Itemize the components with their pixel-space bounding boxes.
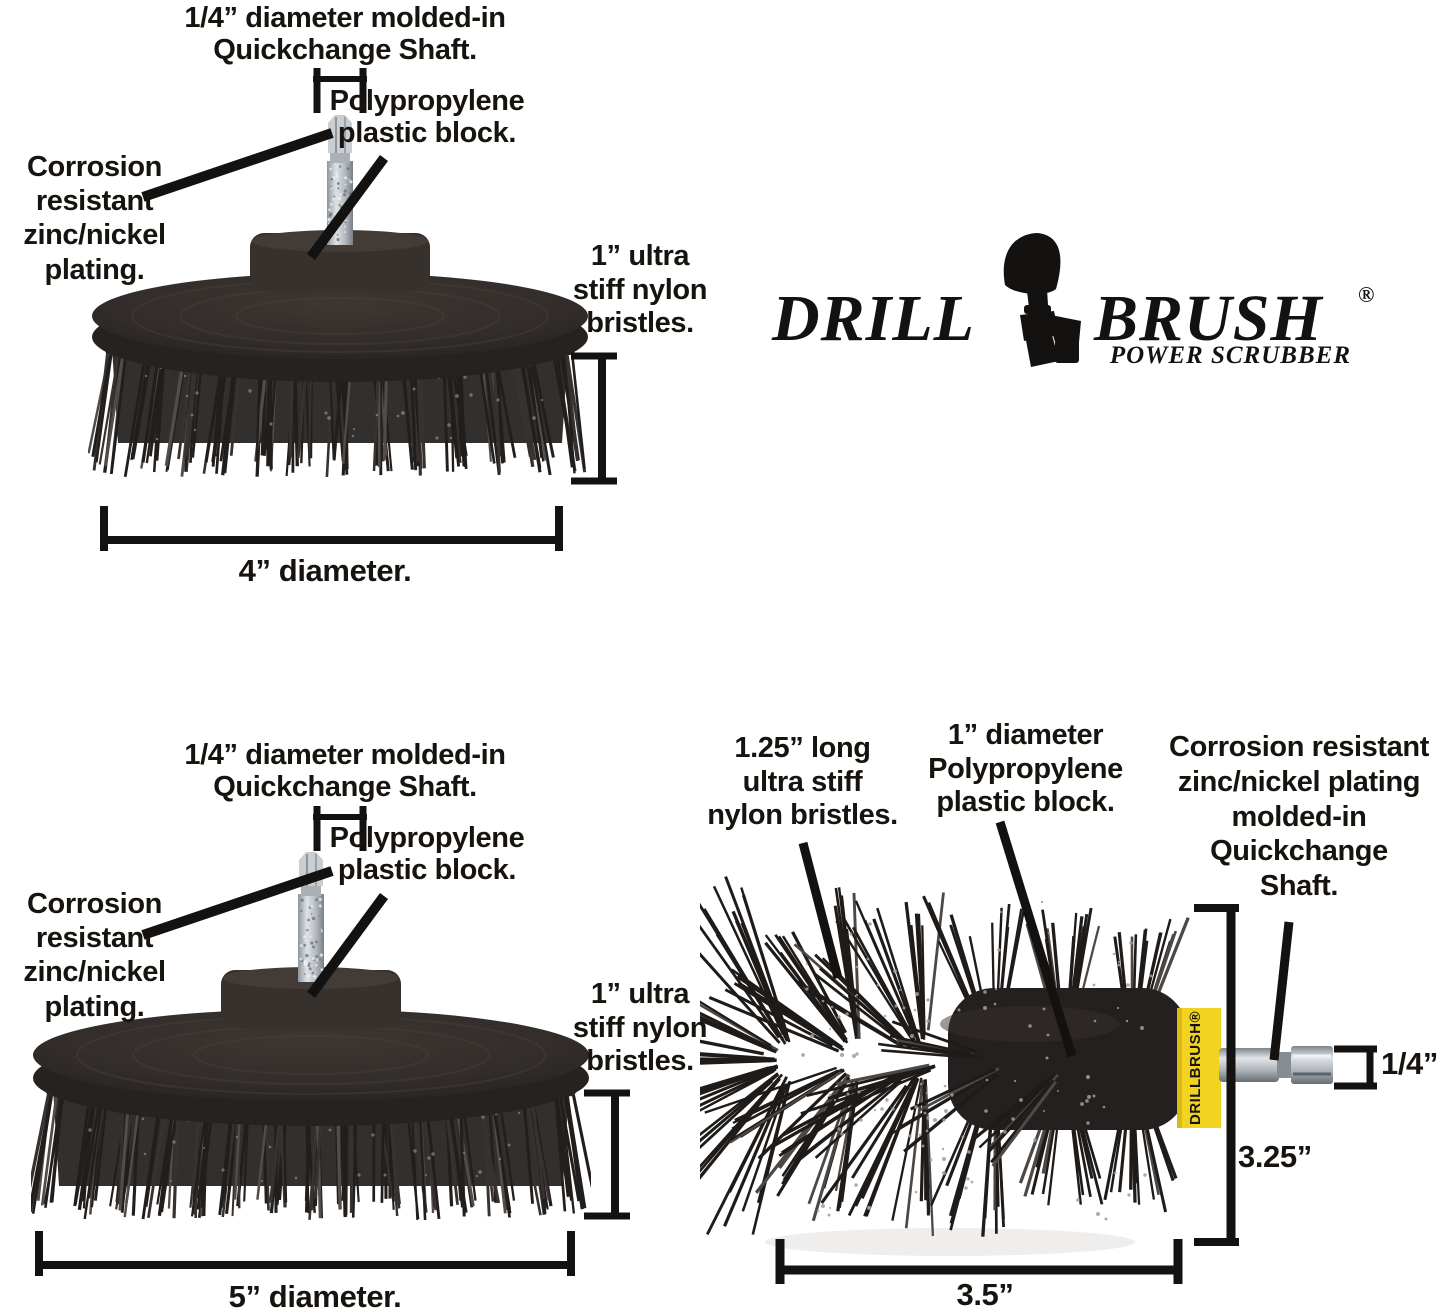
brush4-plating-line3: zinc/nickel xyxy=(23,219,166,252)
bullet-height-dimension: 3.25” xyxy=(1238,1139,1312,1174)
brush5-bristle-label: 1” ultra stiff nylon bristles. xyxy=(560,978,720,1079)
logo-tagline: POWER SCRUBBER xyxy=(1109,342,1351,369)
brush4-shaft-title-line2: Quickchange Shaft. xyxy=(213,33,477,66)
brush5-plating-line2: resistant xyxy=(35,922,154,955)
bullet-band-text: DRILLBRUSH® xyxy=(1187,1010,1204,1126)
bullet-bristle-line3: nylon bristles. xyxy=(707,799,898,832)
logo-drill-text: DRILL xyxy=(772,282,975,355)
brush5-plating-line3: zinc/nickel xyxy=(23,956,166,989)
brush5-plating-label: Corrosion resistant zinc/nickel plating. xyxy=(12,887,177,1024)
brush5-block-label-line1: Polypropylene xyxy=(329,822,525,854)
brush4-plating-label: Corrosion resistant zinc/nickel plating. xyxy=(12,150,177,287)
flat-brush-4in-image xyxy=(87,113,592,485)
bullet-shaft-dimension: 1/4” xyxy=(1381,1046,1438,1081)
brush4-block-label-line1: Polypropylene xyxy=(329,85,525,117)
bullet-bristle-line1: 1.25” long xyxy=(734,732,871,764)
bullet-shaft-line2: zinc/nickel plating xyxy=(1177,765,1421,798)
bullet-block-label: 1” diameter Polypropylene plastic block. xyxy=(928,719,1123,820)
brush5-bristle-line2: stiff nylon xyxy=(572,1011,708,1044)
bullet-bristle-line2: ultra stiff xyxy=(742,765,863,798)
bullet-shaft-line1: Corrosion resistant xyxy=(1169,731,1429,763)
bullet-shaft-line3: molded-in xyxy=(1231,800,1367,833)
brush4-plating-line1: Corrosion xyxy=(27,151,162,183)
brush4-bristle-line2: stiff nylon xyxy=(572,273,708,306)
logo-brush-text: BRUSH xyxy=(1094,282,1323,355)
brush5-diameter-label: 5” diameter. xyxy=(228,1279,402,1308)
brush4-block-label: Polypropylene plastic block. xyxy=(322,85,532,150)
brush5-block-label-line2: plastic block. xyxy=(337,853,517,886)
brush4-plating-line2: resistant xyxy=(35,185,154,218)
bullet-shaft-label: Corrosion resistant zinc/nickel plating … xyxy=(1168,730,1430,904)
bullet-block-line3: plastic block. xyxy=(936,786,1115,819)
brush5-shaft-title-line2: Quickchange Shaft. xyxy=(213,770,477,803)
brush4-shaft-title: 1/4” diameter molded-in Quickchange Shaf… xyxy=(140,2,550,67)
bullet-width-dimension: 3.5” xyxy=(956,1277,1014,1308)
brush4-bristle-line1: 1” ultra xyxy=(590,240,690,272)
brush5-bristle-line3: bristles. xyxy=(586,1045,694,1078)
drill-tool-icon xyxy=(993,231,1085,373)
brush5-block-label: Polypropylene plastic block. xyxy=(322,822,532,887)
registered-trademark-symbol: ® xyxy=(1358,282,1376,307)
bullet-block-line2: Polypropylene xyxy=(928,752,1123,785)
brush5-bristle-line1: 1” ultra xyxy=(590,978,690,1010)
brush4-bristle-label: 1” ultra stiff nylon bristles. xyxy=(560,240,720,341)
brush5-shaft-title: 1/4” diameter molded-in Quickchange Shaf… xyxy=(140,739,550,804)
brush5-plating-line4: plating. xyxy=(44,990,145,1023)
brush5-shaft-title-line1: 1/4” diameter molded-in xyxy=(184,739,506,771)
brush4-plating-line4: plating. xyxy=(44,253,145,286)
bullet-brush-image xyxy=(610,858,1348,1288)
brush4-bristle-line3: bristles. xyxy=(586,307,694,340)
brush4-shaft-title-line1: 1/4” diameter molded-in xyxy=(184,2,506,34)
flat-brush-5in-image xyxy=(25,850,597,1222)
brush4-block-label-line2: plastic block. xyxy=(337,116,517,149)
bullet-shaft-line4: Quickchange xyxy=(1210,835,1388,868)
bullet-block-line1: 1” diameter xyxy=(947,719,1104,751)
bullet-shaft-line5: Shaft. xyxy=(1259,870,1339,903)
brush4-diameter-label: 4” diameter. xyxy=(238,553,412,588)
brush5-plating-line1: Corrosion xyxy=(27,888,162,920)
bullet-bristle-label: 1.25” long ultra stiff nylon bristles. xyxy=(705,732,900,833)
